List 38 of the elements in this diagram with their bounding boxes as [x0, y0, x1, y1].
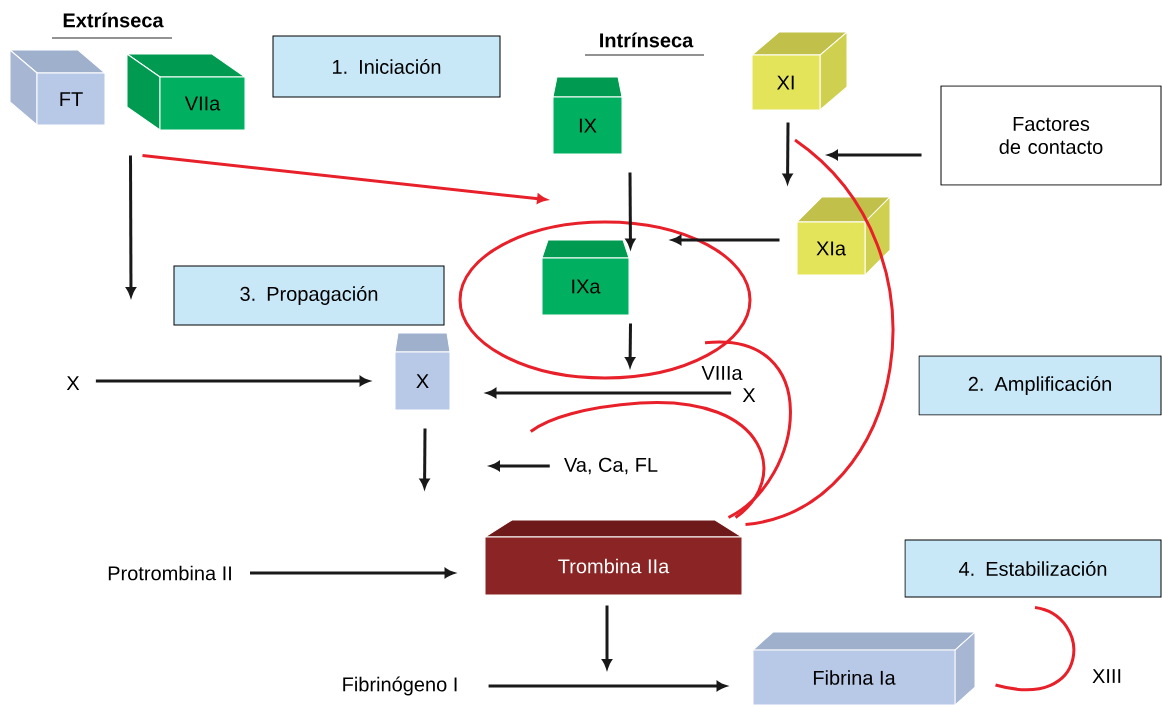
- activation-curve: [705, 341, 792, 519]
- arrow: [486, 388, 732, 398]
- arrow: [250, 568, 455, 578]
- factor-label: X: [66, 376, 80, 390]
- factor-cube: XI: [751, 31, 848, 111]
- arrow: [602, 605, 612, 669]
- arrow: [671, 235, 780, 245]
- activation-curve: [529, 401, 766, 519]
- activation-curve: [995, 606, 1076, 691]
- activation-curve: [745, 138, 895, 526]
- stage-box: 4. Estabilización: [904, 539, 1162, 598]
- factor-block: X: [394, 332, 451, 411]
- process-box: Factores de contacto: [940, 85, 1162, 186]
- factor-label: XIII: [1092, 669, 1121, 683]
- heading: Intrínseca: [600, 32, 694, 48]
- factor-label: X: [742, 388, 756, 402]
- factor-block: Trombina IIa: [484, 519, 743, 596]
- factor-label: VIIIa: [701, 366, 743, 380]
- arrow: [95, 376, 370, 386]
- factor-block: IXa: [541, 239, 630, 316]
- factor-label: Va, Ca, FL: [564, 457, 658, 475]
- factor-cube: Fibrina Ia: [752, 631, 976, 705]
- heading: Extrínseca: [63, 12, 164, 28]
- stage-box: 2. Amplificación: [918, 355, 1162, 416]
- factor-block: IX: [552, 76, 623, 155]
- factor-label: Protrombina II: [108, 565, 231, 581]
- arrow: [490, 461, 550, 471]
- arrow: [828, 150, 922, 160]
- arrow: [625, 323, 635, 367]
- stage-box: 3. Propagación: [173, 265, 445, 326]
- factor-cube: VIIa: [126, 53, 246, 131]
- arrow: [126, 155, 136, 297]
- factor-cube: FT: [9, 49, 106, 126]
- factor-label: Fibrinógeno I: [343, 676, 457, 696]
- arrow: [488, 681, 727, 691]
- arrow: [142, 154, 547, 204]
- factor-cube: XIa: [796, 196, 891, 276]
- stage-box: 1. Iniciación: [272, 35, 501, 98]
